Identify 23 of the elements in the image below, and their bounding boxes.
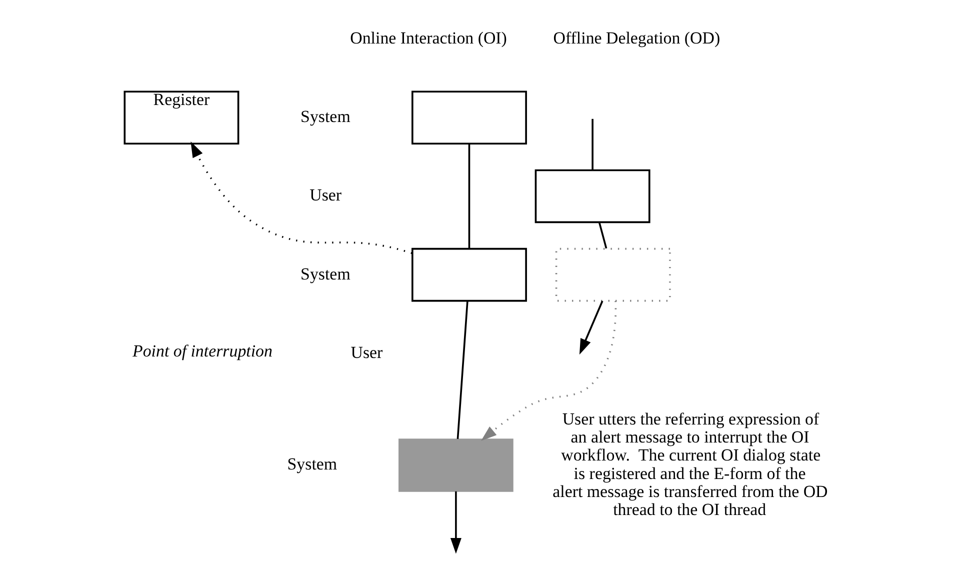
label: Point of interruption [132, 342, 272, 361]
connector [456, 300, 468, 440]
label: User utters the referring expression of an alert message to interrupt the OI workflow. The current OI dialog state is registered and the E-form of the alert message is transferred from the OD thread to the OI thread [552, 409, 828, 520]
label: Offline Delegation (OD) [553, 28, 720, 48]
connector [592, 118, 594, 170]
arrow [190, 142, 412, 254]
label: User [350, 342, 383, 362]
node-box [412, 90, 527, 145]
label: User [310, 186, 342, 205]
label: System [287, 454, 338, 474]
arrow [450, 491, 462, 554]
node-box: Register [124, 90, 240, 145]
node-box [555, 248, 671, 302]
label: System [300, 264, 350, 284]
arrow [480, 300, 617, 441]
connector [598, 222, 608, 249]
label: Online Interaction (OI) [350, 28, 507, 48]
arrow [579, 300, 604, 355]
node-box [534, 169, 650, 224]
connector [468, 144, 470, 249]
node-box [398, 438, 514, 492]
label: System [300, 107, 350, 126]
node-box [412, 248, 527, 302]
